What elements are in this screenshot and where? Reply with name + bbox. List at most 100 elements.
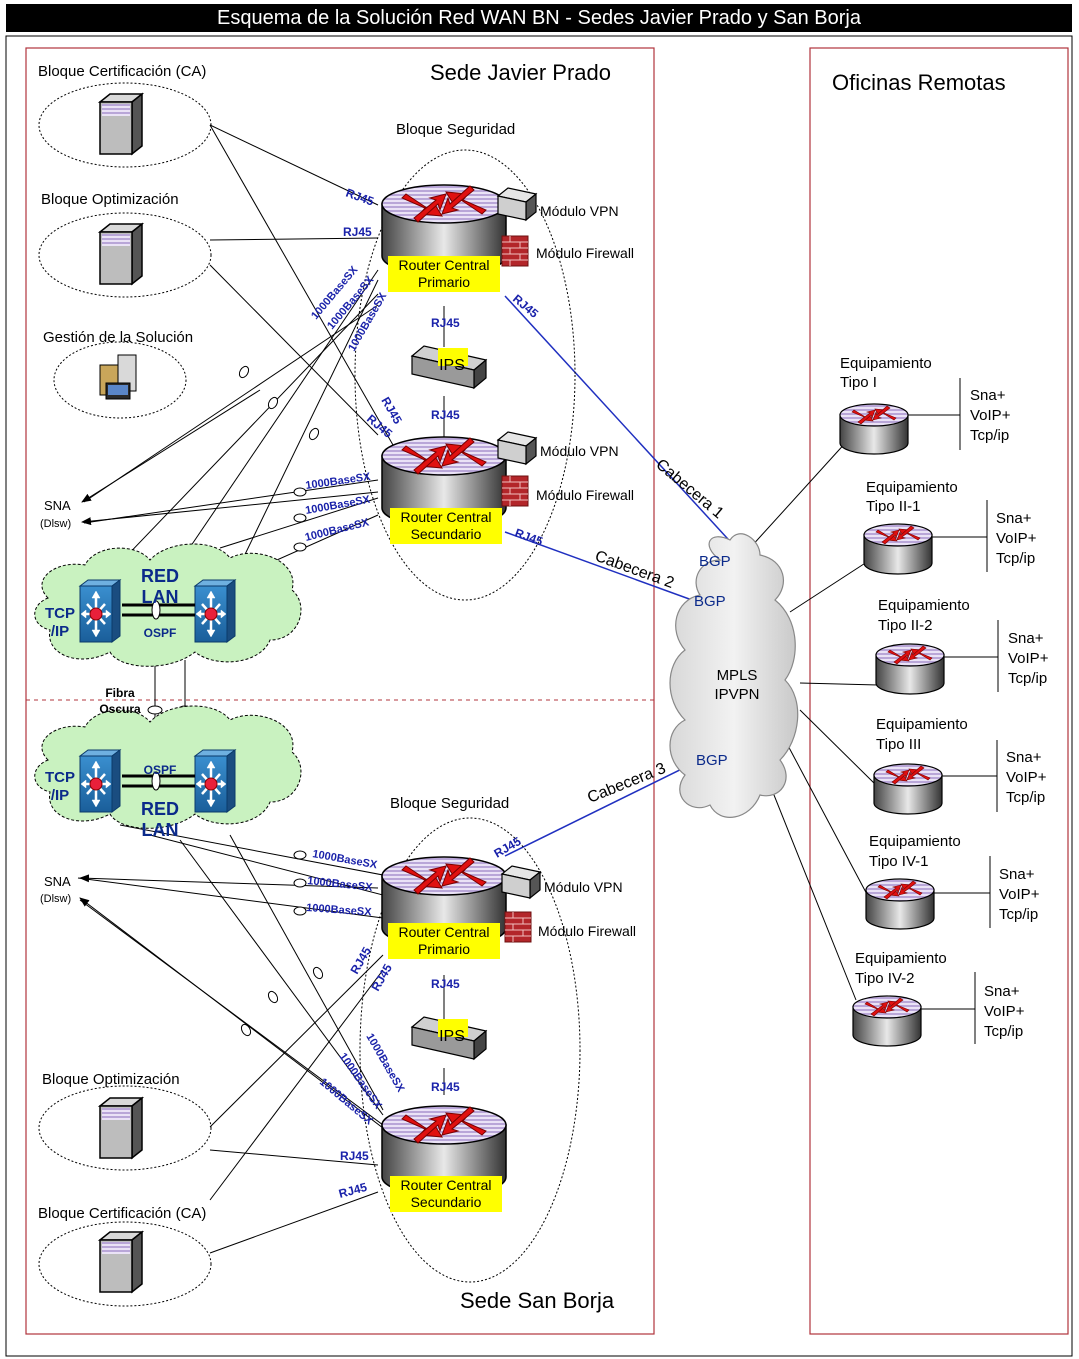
- rj45-label: RJ45: [344, 186, 376, 209]
- mpls-cloud: [669, 533, 799, 818]
- svg-text:Tcp/ip: Tcp/ip: [970, 427, 1009, 444]
- router2-jp-line2: Secundario: [411, 526, 482, 542]
- router2-sb-line1: Router Central: [400, 1177, 491, 1193]
- rj45-label: RJ45: [431, 1080, 460, 1094]
- svg-text:Sna+: Sna+: [996, 510, 1032, 527]
- fibra-line2: Oscura: [99, 702, 141, 716]
- cabecera-3: Cabecera 3: [585, 760, 668, 807]
- router-tipo-4-1: [865, 878, 935, 930]
- svg-text:Tcp/ip: Tcp/ip: [1008, 670, 1047, 687]
- router-tipo-2-1: [863, 523, 933, 575]
- vpn-sb-label: Módulo VPN: [544, 879, 623, 895]
- dev3-line1: Equipamiento: [878, 597, 970, 614]
- cabecera-2: Cabecera 2: [593, 548, 677, 592]
- vpn-jp-1-label: Módulo VPN: [540, 203, 619, 219]
- dev2-line1: Equipamiento: [866, 479, 958, 496]
- block-ellipses: [38, 82, 581, 1307]
- router-tipo-1: [839, 403, 909, 455]
- dev5-line2: Tipo IV-1: [869, 853, 928, 870]
- ips-sb-label: IPS: [439, 1028, 465, 1045]
- ips-jp-label: IPS: [439, 357, 465, 374]
- switch-jp-2: [193, 578, 237, 644]
- tcp-jp-line2: /IP: [51, 623, 69, 640]
- server-ca-jp: [99, 93, 143, 155]
- block-ca-sb-label: Bloque Certificación (CA): [38, 1205, 206, 1222]
- lan-jp-line1: RED: [141, 566, 179, 586]
- dev1-line2: Tipo I: [840, 374, 877, 391]
- dev2-line2: Tipo II-1: [866, 498, 920, 515]
- rj45-label: RJ45: [492, 834, 524, 861]
- wan-links: [504, 295, 739, 857]
- router-tipo-4-2: [852, 995, 922, 1047]
- vpn-jp-1: [497, 187, 537, 221]
- switch-sb-2: [193, 748, 237, 814]
- block-seg-sb-label: Bloque Seguridad: [390, 795, 509, 812]
- fibra-line1: Fibra: [105, 686, 135, 700]
- router1-sb-line1: Router Central: [398, 924, 489, 940]
- server-opt-sb: [99, 1097, 143, 1159]
- pc-gestion: [99, 354, 137, 400]
- service-texts: Sna+ VoIP+ Tcp/ip Sna+ VoIP+ Tcp/ip Sna+ VoIP…: [970, 387, 1049, 1040]
- service-brackets: [908, 378, 999, 1044]
- firewall-jp-2: [501, 475, 529, 507]
- fw-jp-1-label: Módulo Firewall: [536, 245, 634, 261]
- block-ca-jp-label: Bloque Certificación (CA): [38, 63, 206, 80]
- tcp-jp-line1: TCP: [45, 605, 75, 622]
- dev1-line1: Equipamiento: [840, 355, 932, 372]
- gbe-label: 1000BaseSX: [307, 875, 374, 894]
- dev4-line1: Equipamiento: [876, 716, 968, 733]
- bgp-1: BGP: [699, 553, 731, 570]
- svg-text:Tcp/ip: Tcp/ip: [996, 550, 1035, 567]
- svg-text:Sna+: Sna+: [999, 866, 1035, 883]
- bgp-2: BGP: [694, 593, 726, 610]
- block-gest-label: Gestión de la Solución: [43, 329, 193, 346]
- svg-text:Tcp/ip: Tcp/ip: [999, 906, 1038, 923]
- svg-text:Sna+: Sna+: [970, 387, 1006, 404]
- router1-jp-line2: Primario: [418, 274, 470, 290]
- rj45-label: RJ45: [340, 1149, 369, 1163]
- rj45-label: RJ45: [368, 961, 395, 993]
- mpls-line2: IPVPN: [714, 686, 759, 703]
- fiber-connectors: [147, 365, 324, 1037]
- vpn-jp-2-label: Módulo VPN: [540, 443, 619, 459]
- rj45-label: RJ45: [343, 225, 372, 239]
- svg-text:Sna+: Sna+: [1006, 749, 1042, 766]
- dev4-line2: Tipo III: [876, 736, 921, 753]
- switch-jp-1: [78, 578, 122, 644]
- svg-text:VoIP+: VoIP+: [1008, 650, 1049, 667]
- cabecera-1: Cabecera 1: [652, 456, 726, 522]
- tcp-sb-line2: /IP: [51, 787, 69, 804]
- dev3-line2: Tipo II-2: [878, 617, 932, 634]
- block-opt-sb-label: Bloque Optimización: [42, 1071, 180, 1088]
- fw-sb-label: Módulo Firewall: [538, 923, 636, 939]
- lan-sb-line1: RED: [141, 799, 179, 819]
- sna-sb-line2: (Dlsw): [40, 893, 71, 905]
- svg-text:Tcp/ip: Tcp/ip: [984, 1023, 1023, 1040]
- router1-sb-line2: Primario: [418, 941, 470, 957]
- rj45-label: RJ45: [431, 408, 460, 422]
- ospf-jp: OSPF: [144, 626, 177, 640]
- router1-jp-line1: Router Central: [398, 257, 489, 273]
- lan-links: [77, 124, 879, 1254]
- server-ca-sb: [99, 1231, 143, 1293]
- remote-frame: [809, 47, 1069, 1335]
- rj45-label: RJ45: [347, 944, 374, 976]
- remote-title: Oficinas Remotas: [832, 70, 1006, 95]
- gbe-label: 1000BaseSX: [305, 471, 372, 492]
- rj45-label: RJ45: [337, 1180, 369, 1201]
- router-tipo-2-2: [875, 643, 945, 695]
- block-opt-jp-label: Bloque Optimización: [41, 191, 179, 208]
- svg-text:VoIP+: VoIP+: [1006, 769, 1047, 786]
- sede-jp-title: Sede Javier Prado: [430, 60, 611, 85]
- rj45-label: RJ45: [431, 316, 460, 330]
- router-tipo-3: [873, 763, 943, 815]
- sede-sb-title: Sede San Borja: [460, 1288, 615, 1313]
- sna-arrows: [79, 389, 384, 1129]
- svg-text:Sna+: Sna+: [1008, 630, 1044, 647]
- server-opt-jp: [99, 223, 143, 285]
- gbe-label: 1000BaseSX: [304, 494, 371, 517]
- svg-text:VoIP+: VoIP+: [996, 530, 1037, 547]
- page-title: Esquema de la Solución Red WAN BN - Sede…: [6, 4, 1072, 32]
- firewall-jp-1: [501, 235, 529, 267]
